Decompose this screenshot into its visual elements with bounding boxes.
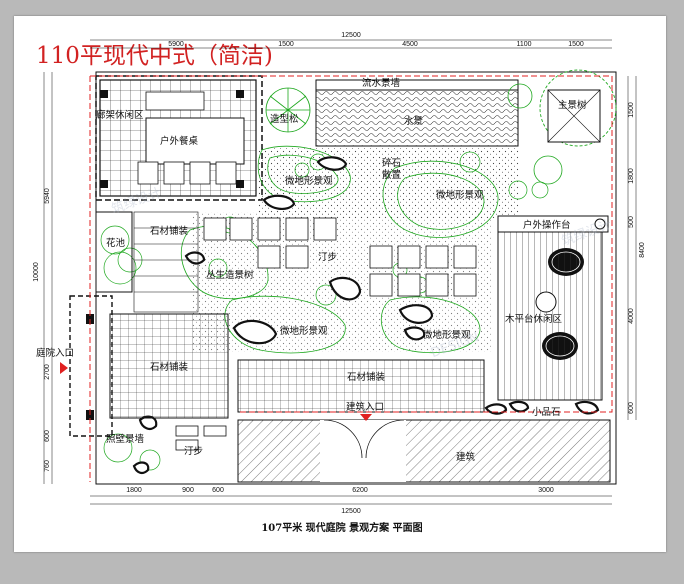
dim-right: 1500: [628, 102, 635, 118]
gravel-area: [258, 148, 520, 218]
dim-top-total: 12500: [341, 32, 361, 39]
red-boundary: [89, 75, 613, 482]
sink-icon: [594, 218, 606, 230]
dim-top: 5900: [168, 41, 184, 48]
label-cluster-tree: 丛生造景树: [206, 269, 254, 281]
label-screen-wall: 照壁景墙: [106, 433, 145, 445]
label-stone-paving-1: 石材铺装: [150, 225, 189, 237]
label-gravel: 散置: [382, 169, 401, 181]
dim-right: 1800: [628, 168, 635, 184]
dim-left-total: 10000: [33, 262, 40, 282]
dim-right: 4000: [628, 308, 635, 324]
building: [237, 419, 611, 483]
dim-left: 2700: [44, 364, 51, 380]
label-outdoor-console: 户外操作台: [523, 219, 571, 231]
stepping-stones: [175, 217, 477, 451]
dim-right: 600: [628, 402, 635, 414]
label-deck-area: 木平台休闲区: [505, 313, 563, 325]
building-entry-arrow-icon: [360, 414, 372, 421]
dim-bottom-total: 12500: [341, 508, 361, 515]
wood-deck: [497, 231, 603, 401]
stone-paving-left: [109, 313, 229, 419]
dim-top: 4500: [402, 41, 418, 48]
label-water-wall: 流水景墙: [362, 77, 401, 89]
dining-chairs: [137, 161, 237, 185]
label-stepping-2: 汀步: [184, 446, 203, 457]
dim-right: 500: [628, 216, 635, 228]
dimension-lines: [43, 39, 637, 505]
entry-arrow-icon: [60, 362, 68, 374]
label-main-tree: 主景树: [558, 99, 587, 111]
door-swing: [323, 419, 405, 459]
dim-left: 760: [44, 460, 51, 472]
label-outdoor-dining: 户外餐桌: [160, 135, 199, 147]
label-gravel: 碎石: [382, 157, 401, 169]
stone-paving-center: [237, 359, 485, 413]
outdoor-bench: [145, 91, 205, 111]
pergola-frame: [95, 75, 263, 201]
label-water-feature: 水景: [404, 115, 423, 127]
dim-bottom: 1800: [126, 487, 142, 494]
dim-left: 600: [44, 430, 51, 442]
label-pergola: 廊架休闲区: [96, 109, 144, 121]
outdoor-console: [497, 215, 609, 233]
label-stepping-1: 汀步: [318, 252, 337, 263]
water-wall: [315, 79, 519, 91]
dim-bottom: 6200: [352, 487, 368, 494]
flower-pool: [95, 211, 133, 293]
drawing-caption: 107平米 现代庭院 景观方案 平面图: [261, 523, 423, 534]
dim-bottom: 600: [212, 487, 224, 494]
dim-bottom: 900: [182, 487, 194, 494]
label-building-entry: 建筑入口: [346, 401, 384, 413]
main-tree: [507, 69, 617, 185]
dim-top: 1500: [568, 41, 584, 48]
label-stone-paving-3: 石材铺装: [347, 371, 386, 383]
stone-paving-strips: [133, 211, 199, 313]
label-flower-pool: 花池: [106, 237, 126, 249]
label-micro-terrain-1: 微地形景观: [285, 175, 333, 187]
lounge-chairs: [535, 248, 584, 360]
outdoor-dining-table: [145, 117, 245, 165]
label-building: 建筑: [456, 451, 476, 463]
feature-rocks: [132, 156, 600, 475]
topiary-pine: [265, 87, 311, 133]
dim-right-total: 8400: [639, 242, 646, 258]
dim-top: 1500: [278, 41, 294, 48]
label-micro-terrain-2: 微地形景观: [436, 189, 484, 201]
label-small-feature: 小品石: [532, 407, 561, 418]
dim-top: 1100: [516, 41, 531, 48]
dim-left: 5940: [44, 188, 51, 204]
dim-bottom: 3000: [538, 487, 554, 494]
label-courtyard-entry: 庭院入口: [36, 347, 74, 359]
courtyard-entry-gate: [69, 295, 113, 437]
label-micro-terrain-3: 微地形景观: [280, 325, 328, 337]
building-door-opening: [320, 420, 406, 482]
pergola-posts: [100, 90, 244, 188]
label-micro-terrain-4: 微地形景观: [423, 329, 471, 341]
water-feature: [315, 89, 519, 147]
label-topiary-pine: 造型松: [270, 113, 299, 125]
page-title: 110平现代中式（简洁): [36, 43, 273, 69]
label-stone-paving-2: 石材铺装: [150, 361, 189, 373]
